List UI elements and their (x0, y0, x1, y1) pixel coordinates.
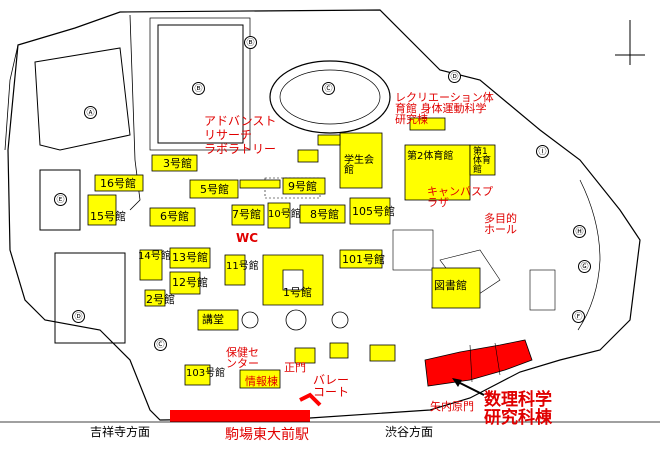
building-info (239, 369, 281, 389)
building-8 (299, 204, 346, 224)
building-6 (149, 207, 196, 227)
marker-b2: Ⓑ (244, 36, 257, 49)
building-7 (231, 204, 265, 226)
label-b6: 6号館 (160, 210, 189, 223)
building-koudou (197, 309, 239, 331)
building-1 (262, 254, 324, 306)
building-11 (224, 254, 246, 286)
marker-i: Ⓘ (536, 145, 549, 158)
building-14 (139, 249, 163, 281)
building-15 (87, 194, 117, 226)
marker-d2: Ⓓ (448, 70, 461, 83)
building-library (431, 267, 481, 309)
label-b8: 8号館 (310, 208, 339, 221)
mathematical-sciences-building (424, 339, 533, 387)
label-kichijoji: 吉祥寺方面 (90, 425, 151, 439)
label-wc: WC (236, 231, 259, 245)
label-b11: 11号館 (226, 261, 259, 272)
label-lab: レクリエーション体育館 身体運動科学研究棟 (395, 91, 494, 126)
marker-e: Ⓔ (54, 193, 67, 206)
building-13 (169, 247, 211, 269)
label-b9: 9号館 (288, 180, 317, 193)
label-b7: 7号館 (232, 208, 261, 221)
label-b101: 101号館 (342, 253, 385, 266)
field-a (34, 47, 131, 151)
label-advanced-lab: アドバンスト リサーチ ラボラトリー (204, 114, 277, 156)
marker-g: Ⓖ (578, 260, 591, 273)
label-b16: 16号館 (100, 177, 136, 190)
label-library: 図書館 (434, 279, 467, 292)
field-f (54, 252, 126, 344)
building-103 (184, 364, 211, 386)
marker-b: Ⓑ (192, 82, 205, 95)
label-yanaihara-gate: 矢内原門 (430, 400, 474, 413)
label-gym1: 第1体育館 (473, 147, 492, 175)
building-gym1 (469, 144, 496, 176)
label-b12: 12号館 (172, 276, 208, 289)
label-math-sciences: 数理科学 研究科棟 (484, 390, 552, 428)
label-b103: 103号館 (186, 368, 226, 379)
field-b (157, 24, 244, 144)
building-10 (267, 202, 291, 229)
running-track (269, 60, 391, 134)
building-2 (144, 289, 166, 307)
label-b2: 2号館 (146, 293, 175, 306)
building-9 (282, 177, 326, 195)
label-cplaza: キャンパスプラザ (427, 185, 493, 209)
marker-d: Ⓓ (72, 310, 85, 323)
label-student-hall: 学生会館 (344, 155, 374, 176)
marker-c2: Ⓒ (154, 338, 167, 351)
building-105 (349, 197, 391, 225)
building-12 (169, 271, 201, 295)
building-gym2 (404, 144, 471, 201)
label-shibuya: 渋谷方面 (385, 425, 434, 439)
label-volley: バレーコート (313, 373, 350, 399)
building-student-hall (339, 132, 383, 189)
building-101 (339, 249, 383, 269)
label-b105: 105号館 (352, 205, 395, 218)
building-16 (94, 174, 144, 192)
marker-f: Ⓕ (572, 310, 585, 323)
label-b1: 1号館 (283, 286, 312, 299)
railway-station (170, 410, 310, 422)
label-koudou: 講堂 (202, 313, 224, 326)
marker-a: Ⓐ (84, 106, 97, 119)
label-health-center: 保健センター (226, 346, 259, 370)
building-5 (189, 179, 239, 199)
target-arrow (455, 380, 485, 396)
label-komaba-hall: 多目的ホール (484, 212, 517, 236)
label-main-gate: 正門 (284, 361, 306, 374)
building-3 (151, 154, 198, 172)
field-e (39, 169, 81, 231)
label-info: 情報棟 (245, 375, 278, 388)
label-b15: 15号館 (90, 210, 126, 223)
label-station: 駒場東大前駅 (225, 427, 309, 443)
label-b5: 5号館 (200, 183, 229, 196)
label-b14: 14号館 (138, 251, 171, 262)
label-b13: 13号館 (172, 251, 208, 264)
campus-boundary (7, 9, 641, 421)
marker-h: Ⓗ (573, 225, 586, 238)
label-gym2: 第2体育館 (407, 151, 454, 162)
marker-c: Ⓒ (322, 82, 335, 95)
label-b10: 10号館 (268, 209, 301, 220)
label-b3: 3号館 (163, 157, 192, 170)
